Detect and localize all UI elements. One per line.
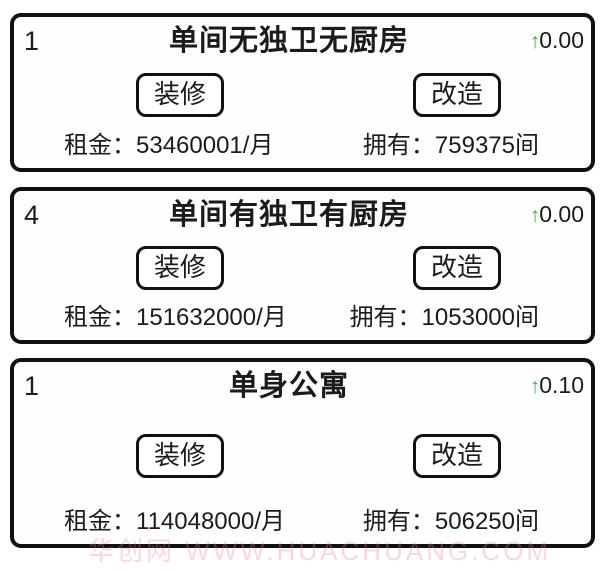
room-card-single-no-bath-no-kitchen: 1 单间无独卫无厨房 ↑0.00 装修 改造 租金：53460001/月 拥有：… (10, 13, 595, 172)
button-row: 装修 改造 (14, 433, 591, 478)
stats-row: 租金：53460001/月 拥有：759375间 (14, 132, 591, 159)
owned-text: 拥有：1053000间 (349, 304, 539, 331)
price-change: ↑0.10 (512, 369, 591, 403)
stats-row: 租金：151632000/月 拥有：1053000间 (14, 304, 591, 331)
room-title: 单间有独卫有厨房 (168, 199, 409, 231)
card-header: 1 单间无独卫无厨房 ↑0.00 (14, 24, 591, 58)
change-value: 0.10 (539, 372, 584, 398)
change-value: 0.00 (539, 27, 584, 53)
room-title: 单间无独卫无厨房 (168, 25, 409, 57)
price-change: ↑0.00 (512, 24, 591, 58)
owned-text: 拥有：759375间 (362, 132, 539, 159)
room-title: 单身公寓 (228, 370, 349, 402)
card-header: 1 单身公寓 ↑0.10 (14, 369, 591, 403)
room-card-studio-apartment: 1 单身公寓 ↑0.10 装修 改造 租金：114048000/月 拥有：506… (10, 358, 595, 548)
remodel-button[interactable]: 改造 (412, 73, 501, 117)
button-row: 装修 改造 (14, 73, 591, 117)
room-level: 4 (24, 200, 40, 230)
button-row: 装修 改造 (14, 246, 591, 290)
room-level: 1 (24, 26, 40, 56)
up-arrow-icon: ↑ (529, 30, 541, 53)
renovate-button[interactable]: 装修 (136, 73, 225, 117)
stats-row: 租金：114048000/月 拥有：506250间 (14, 508, 591, 535)
card-header: 4 单间有独卫有厨房 ↑0.00 (14, 198, 591, 232)
renovate-button[interactable]: 装修 (136, 246, 225, 290)
up-arrow-icon: ↑ (529, 204, 541, 227)
remodel-button[interactable]: 改造 (412, 246, 501, 290)
owned-text: 拥有：506250间 (362, 508, 539, 535)
rent-text: 租金：53460001/月 (64, 132, 274, 159)
rent-text: 租金：151632000/月 (64, 304, 287, 331)
rent-text: 租金：114048000/月 (64, 508, 286, 535)
change-value: 0.00 (539, 201, 584, 227)
renovate-button[interactable]: 装修 (136, 433, 225, 478)
room-card-single-with-bath-kitchen: 4 单间有独卫有厨房 ↑0.00 装修 改造 租金：151632000/月 拥有… (10, 187, 595, 344)
remodel-button[interactable]: 改造 (412, 433, 501, 478)
price-change: ↑0.00 (512, 198, 591, 232)
up-arrow-icon: ↑ (529, 375, 541, 398)
room-level: 1 (24, 371, 40, 401)
